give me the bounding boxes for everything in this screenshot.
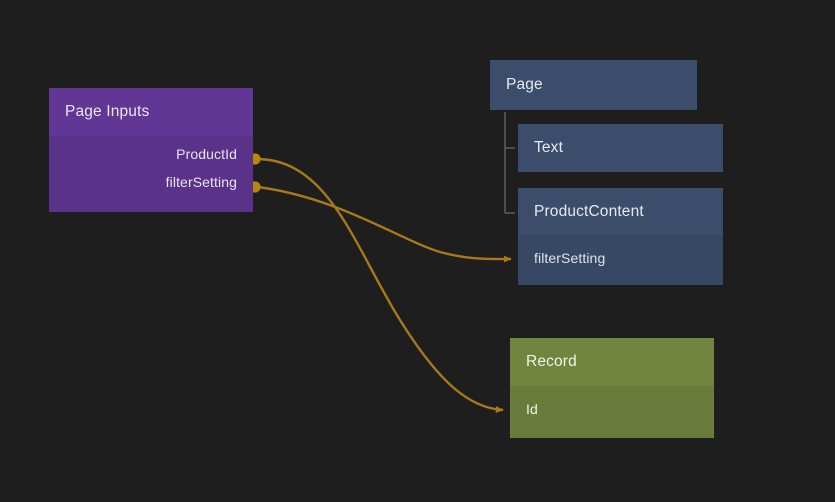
node-page-title: Page <box>490 60 697 110</box>
output-port-productid[interactable]: ProductId <box>176 146 237 162</box>
page-tree-connector <box>504 112 515 214</box>
edge-productid-to-record-id <box>257 157 504 414</box>
node-page-inputs[interactable]: Page Inputs ProductId filterSetting <box>49 88 253 212</box>
node-productcontent[interactable]: ProductContent filterSetting <box>518 188 723 285</box>
node-page-inputs-body: ProductId filterSetting <box>49 136 253 212</box>
node-productcontent-body: filterSetting <box>518 235 723 285</box>
input-field-filtersetting[interactable]: filterSetting <box>534 250 606 266</box>
edge-filtersetting-to-productcontent-filtersetting <box>257 185 512 263</box>
node-text[interactable]: Text <box>518 124 723 172</box>
node-record[interactable]: Record Id <box>510 338 714 438</box>
node-record-body: Id <box>510 386 714 438</box>
input-field-id[interactable]: Id <box>526 401 538 417</box>
node-page[interactable]: Page <box>490 60 697 110</box>
node-record-title: Record <box>510 338 714 386</box>
output-port-filtersetting[interactable]: filterSetting <box>165 174 237 190</box>
node-productcontent-title: ProductContent <box>518 188 723 235</box>
node-page-inputs-title: Page Inputs <box>49 88 253 136</box>
node-text-title: Text <box>518 124 723 172</box>
